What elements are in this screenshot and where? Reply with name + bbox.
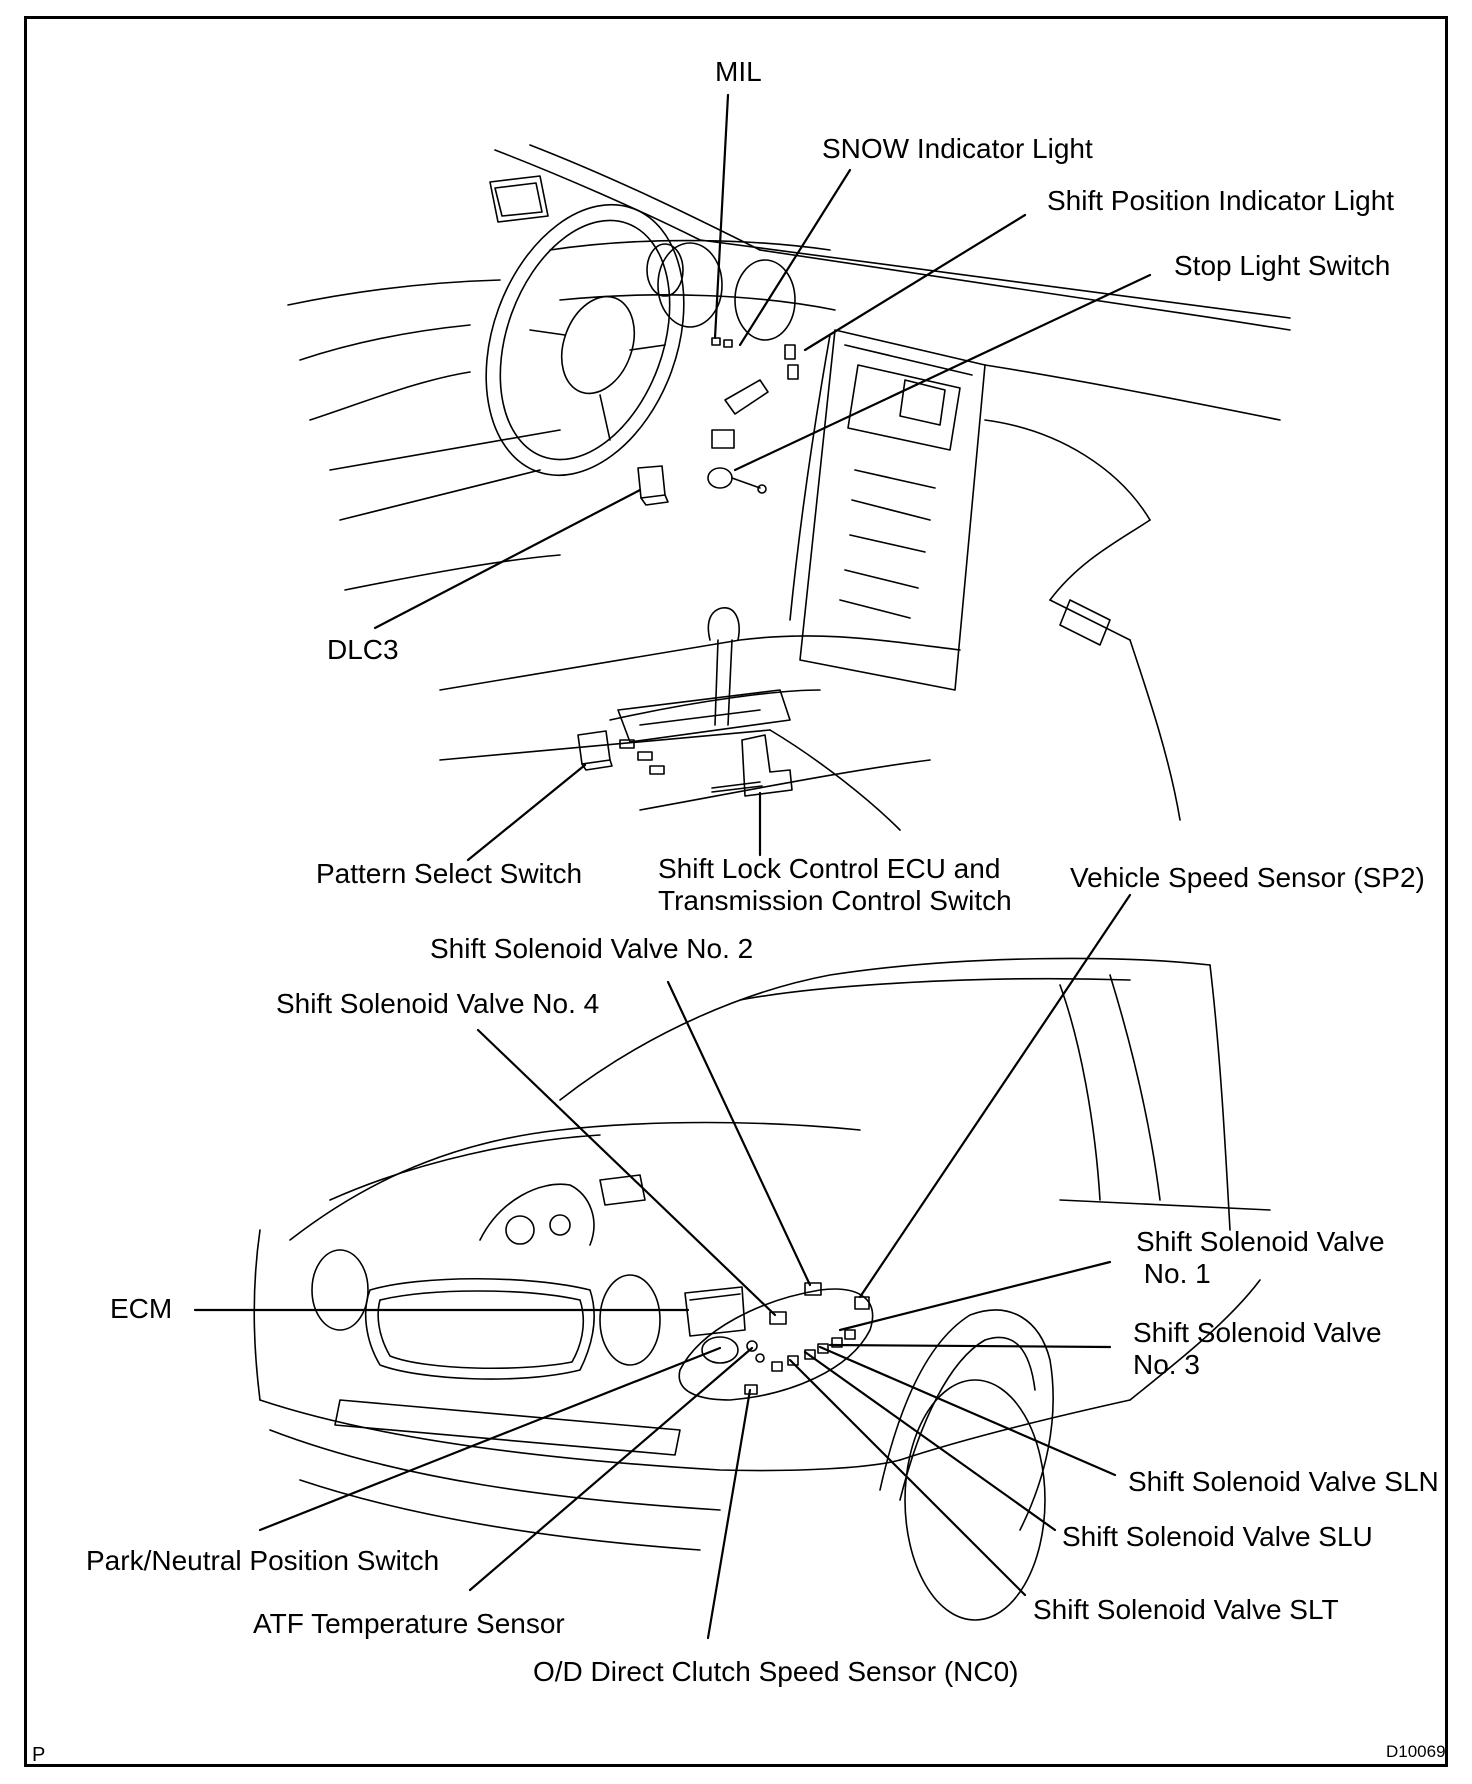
- label-snow-indicator-light: SNOW Indicator Light: [822, 133, 1093, 164]
- label-shift-solenoid-valve-no2: Shift Solenoid Valve No. 2: [430, 933, 754, 964]
- label-park-neutral-position-switch: Park/Neutral Position Switch: [86, 1545, 440, 1576]
- label-shift-solenoid-valve-slu: Shift Solenoid Valve SLU: [1062, 1521, 1373, 1552]
- leader-lines: [193, 93, 1152, 1640]
- label-stop-light-switch: Stop Light Switch: [1174, 250, 1391, 281]
- label-dlc3: DLC3: [327, 634, 399, 665]
- label-vehicle-speed-sensor: Vehicle Speed Sensor (SP2): [1070, 862, 1425, 893]
- label-shift-solenoid-valve-slt: Shift Solenoid Valve SLT: [1033, 1594, 1339, 1625]
- label-shift-solenoid-valve-no3: Shift Solenoid Valve No. 3: [1133, 1317, 1382, 1380]
- diagram-frame: [24, 16, 1448, 1767]
- label-pattern-select-switch: Pattern Select Switch: [316, 858, 583, 889]
- label-shift-solenoid-valve-no1: Shift Solenoid Valve No. 1: [1136, 1226, 1385, 1289]
- label-shift-lock-control-ecu: Shift Lock Control ECU and Transmission …: [658, 853, 1012, 916]
- label-od-direct-clutch-speed-sensor: O/D Direct Clutch Speed Sensor (NC0): [533, 1656, 1019, 1687]
- label-shift-position-indicator-light: Shift Position Indicator Light: [1047, 185, 1395, 216]
- label-atf-temperature-sensor: ATF Temperature Sensor: [253, 1608, 565, 1639]
- corner-mark: P: [32, 1744, 46, 1766]
- label-shift-solenoid-valve-no4: Shift Solenoid Valve No. 4: [276, 988, 600, 1019]
- label-mil: MIL: [715, 56, 762, 87]
- label-ecm: ECM: [110, 1293, 173, 1324]
- vehicle-exterior-drawing: [253, 957, 1271, 1621]
- figure-code: D10069: [1386, 1742, 1446, 1761]
- label-shift-solenoid-valve-sln: Shift Solenoid Valve SLN: [1128, 1466, 1439, 1497]
- interior-cabin-drawing: [287, 144, 1291, 831]
